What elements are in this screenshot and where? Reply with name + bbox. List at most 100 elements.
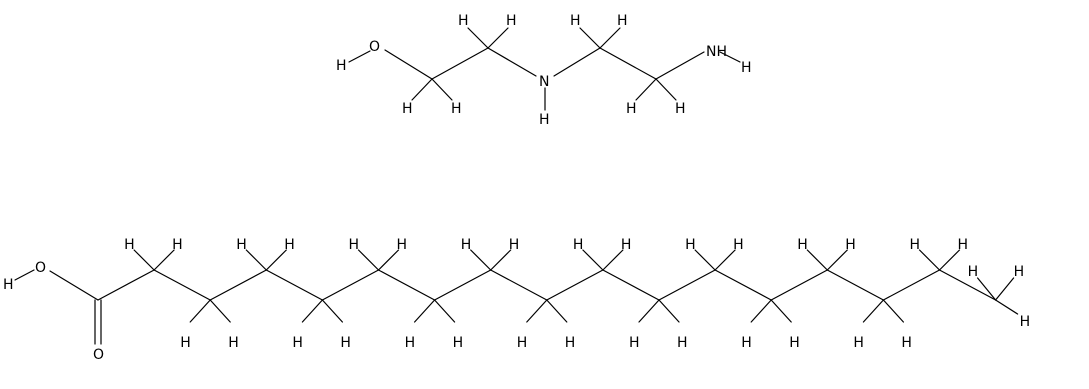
atom-h: H: [675, 101, 686, 117]
atom-h: H: [236, 237, 247, 253]
bond: [487, 47, 537, 77]
bond: [467, 27, 489, 49]
atom-h: H: [506, 13, 517, 29]
bond: [862, 299, 885, 323]
atom-h: H: [845, 237, 856, 253]
bond: [487, 27, 509, 49]
atom-h: H: [517, 335, 528, 351]
bond: [882, 299, 905, 323]
bond: [245, 249, 267, 271]
bond: [434, 269, 492, 301]
atom-h: H: [573, 237, 584, 253]
atom-h: H: [910, 237, 921, 253]
bond: [209, 299, 231, 323]
bond: [658, 269, 716, 301]
bond: [770, 299, 792, 323]
atom-h: H: [228, 335, 239, 351]
bond: [348, 50, 371, 63]
bond: [938, 269, 997, 301]
hydrogen-bonds: [133, 249, 1019, 323]
bond: [602, 269, 660, 301]
bond: [546, 299, 568, 323]
bond: [635, 78, 657, 101]
bond: [719, 51, 741, 63]
atom-h: H: [336, 58, 347, 74]
atom-h: H: [958, 237, 969, 253]
atom-h: H: [402, 101, 413, 117]
atom-h: H: [629, 335, 640, 351]
atom-h: H: [626, 101, 637, 117]
bond: [133, 249, 155, 271]
atom-h: H: [797, 237, 808, 253]
bond: [97, 269, 155, 301]
bond: [579, 27, 601, 49]
bond: [546, 269, 604, 301]
bond: [602, 249, 624, 271]
bond: [638, 299, 660, 323]
atom-h: H: [461, 237, 472, 253]
bond: [189, 299, 211, 323]
bond: [994, 299, 1019, 315]
bond: [526, 299, 548, 323]
bond: [826, 269, 885, 301]
atom-h: H: [180, 335, 191, 351]
atom-n: N: [539, 74, 549, 90]
bond: [770, 269, 828, 301]
bond: [553, 47, 601, 77]
atom-h: H: [1014, 264, 1025, 280]
bond: [153, 249, 175, 271]
bond: [750, 299, 772, 323]
h-labels-methyl: H H H: [968, 264, 1031, 330]
atom-h: H: [458, 13, 469, 29]
bond: [209, 269, 267, 301]
atom-h: H: [509, 237, 520, 253]
bond: [49, 270, 99, 301]
bond: [694, 249, 716, 271]
atom-h: H: [124, 237, 135, 253]
bond: [321, 269, 380, 301]
carbon-chain: [97, 269, 997, 301]
bond: [153, 269, 211, 301]
bond: [377, 269, 436, 301]
bond: [658, 299, 680, 323]
atom-h: H: [741, 60, 752, 76]
atom-h: H: [733, 237, 744, 253]
atom-h: H: [539, 112, 550, 128]
atom-nh: NH: [706, 44, 727, 60]
atom-h: H: [1020, 314, 1031, 330]
atom-h: H: [349, 237, 360, 253]
bond: [470, 249, 492, 271]
atom-h: H: [405, 335, 416, 351]
bond: [655, 78, 677, 101]
bond: [265, 269, 323, 301]
bond: [490, 249, 512, 271]
bond: [384, 49, 433, 80]
atom-h: H: [853, 335, 864, 351]
bond: [431, 78, 453, 101]
atom-h: H: [451, 101, 462, 117]
atom-h: H: [968, 264, 979, 280]
bond: [414, 299, 436, 323]
atom-h: H: [3, 277, 14, 293]
atom-h: H: [453, 335, 464, 351]
atom-h: H: [901, 335, 912, 351]
atom-h: H: [685, 237, 696, 253]
atom-h: H: [570, 13, 581, 29]
bond: [490, 269, 548, 301]
atom-h: H: [621, 237, 632, 253]
atom-h: H: [172, 237, 183, 253]
atom-h: H: [565, 335, 576, 351]
bond: [994, 277, 1015, 301]
bond: [655, 51, 705, 80]
bond: [938, 249, 961, 271]
bond: [582, 249, 604, 271]
bond: [599, 27, 621, 49]
atom-h: H: [292, 335, 303, 351]
bond: [918, 249, 941, 271]
bond: [882, 269, 941, 301]
bond: [714, 269, 772, 301]
atom-h: H: [617, 13, 628, 29]
